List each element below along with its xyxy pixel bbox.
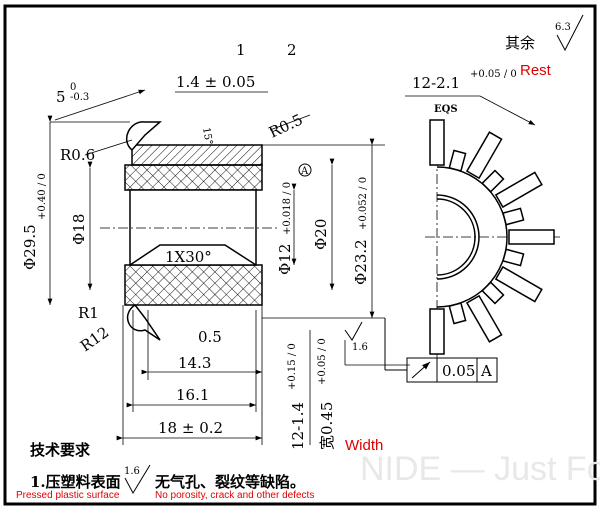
dim-1-4: 1.4 ± 0.05: [176, 73, 255, 91]
commutator-tab: [465, 131, 503, 180]
note-1-en-b: No porosity, crack and other defects: [155, 490, 314, 501]
tolerance-frame: [384, 318, 498, 383]
rest-roughness-symbol: [556, 14, 584, 52]
angle-15: 15°: [200, 127, 214, 146]
drawing-border: [3, 4, 597, 506]
commutator-tab: [429, 308, 445, 355]
plastic-body-top: [124, 164, 263, 191]
rest-label: 其余: [505, 34, 535, 52]
commutator-tab: [429, 119, 445, 166]
commutator-slot: [481, 169, 505, 193]
dim-14-3: 14.3: [178, 354, 211, 372]
note-roughness-symbol: [124, 464, 151, 495]
tolerance-datum: A: [480, 362, 492, 380]
bore-outer: [436, 194, 480, 280]
roughness-1-6: 1.6: [352, 342, 368, 353]
dimension-lines: [47, 89, 410, 445]
slots-tol: +0.15 / 0: [287, 343, 298, 390]
chamfer-label: 1X30°: [165, 248, 212, 266]
commutator-slot: [448, 302, 467, 325]
radius-0-6: R0.6: [60, 146, 95, 164]
dim-5-upper: 0: [70, 82, 76, 93]
plastic-body-bottom: [124, 264, 263, 306]
runout-arrow-icon: [411, 361, 431, 379]
chamfer-edge: [129, 244, 257, 266]
note-1-b: 无气孔、裂纹等缺陷。: [154, 473, 305, 491]
dia-12-tol: +0.018 / 0: [282, 182, 293, 235]
roughness-symbol: [344, 321, 363, 341]
dia-20: Φ20: [312, 219, 330, 250]
dim-5-lower: -0.3: [70, 92, 89, 103]
dia-23-2: Φ23.2: [352, 239, 370, 285]
dia-23-2-tol: +0.052 / 0: [358, 177, 369, 230]
hook-top: [126, 121, 163, 152]
tabs-dim: 12-2.1: [412, 74, 460, 92]
tolerance-value: 0.05: [442, 362, 475, 380]
dim-18: 18 ± 0.2: [158, 419, 223, 437]
slots-dim: 12-1.4: [289, 402, 307, 450]
leader-1: 1: [236, 41, 246, 59]
dia-29-5: Φ29.5: [21, 224, 39, 270]
dim-0-5: 0.5: [198, 328, 222, 346]
commutator-slot: [502, 207, 525, 226]
hook-bottom: [126, 303, 161, 341]
note-roughness: 1.6: [124, 466, 140, 477]
radius-0-5: R0.5: [266, 110, 305, 141]
radius-12: R12: [77, 323, 112, 355]
datum-marker: [298, 163, 312, 177]
dim-5: 5: [56, 88, 66, 106]
tabs-tol: +0.05 / 0: [470, 69, 517, 80]
width-tol: +0.05 / 0: [317, 338, 328, 385]
commutator-slot: [448, 149, 467, 172]
leader-2: 2: [287, 41, 297, 59]
dia-12: Φ12: [276, 244, 294, 275]
datum-label: A: [300, 166, 309, 177]
commutator-tab: [465, 294, 503, 343]
note-1-en-a: Pressed plastic surface: [16, 490, 120, 501]
commutator-tab: [494, 265, 543, 303]
copper-segment-top: [131, 144, 263, 166]
dia-18: Φ18: [70, 214, 88, 245]
end-view: [405, 95, 560, 360]
commutator-slot: [481, 281, 505, 305]
width-en: Width: [345, 437, 383, 454]
dia-29-5-tol: +0.40 / 0: [37, 173, 48, 220]
watermark: NIDE — Just For Easy: [360, 450, 600, 488]
bore: [129, 189, 257, 266]
note-1-a: 1.压塑料表面: [30, 473, 121, 491]
radius-1: R1: [78, 304, 99, 322]
rest-en: Rest: [520, 62, 552, 79]
dim-16-1: 16.1: [176, 386, 209, 404]
commutator-slot: [502, 248, 525, 267]
eqs-label: EQS: [434, 104, 458, 115]
notes-heading: 技术要求: [30, 441, 91, 459]
width-dim: 宽0.45: [318, 402, 336, 450]
rest-roughness-value: 6.3: [555, 22, 571, 33]
commutator-tab: [508, 229, 555, 245]
section-view: [100, 121, 280, 341]
commutator-tab: [494, 171, 543, 209]
